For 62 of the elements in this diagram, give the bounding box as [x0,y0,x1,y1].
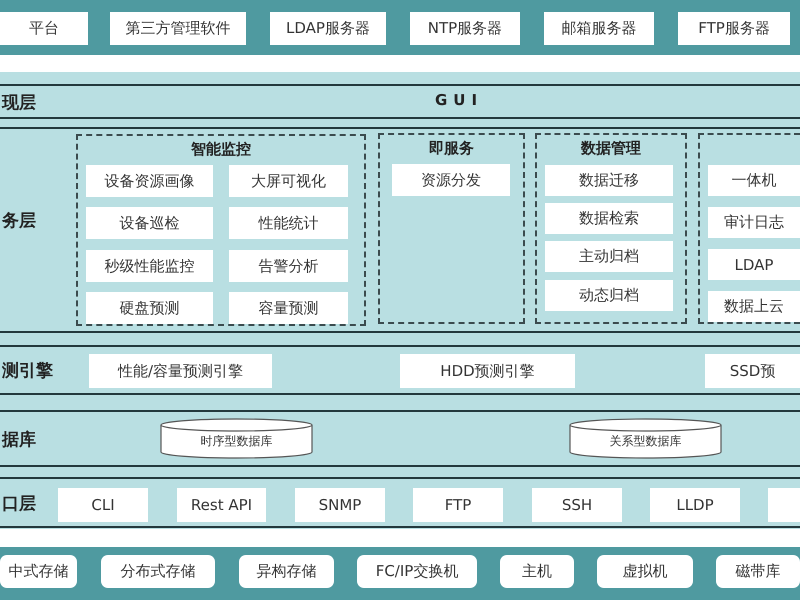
feature-box: 告警分析 [229,250,348,282]
database-cylinder: 关系型数据库 [569,418,722,459]
device-box: 虚拟机 [597,555,693,588]
interface-box: CLI [58,488,148,522]
device-box: 分布式存储 [101,555,215,588]
group-title: 即服务 [428,139,475,158]
feature-box: 大屏可视化 [229,165,348,197]
group-title: 智能监控 [190,140,252,159]
feature-box: 秒级性能监控 [86,250,213,282]
device-box: 异构存储 [239,555,334,588]
interface-box [768,488,800,522]
feature-box: 主动归档 [545,241,673,272]
system-box: LDAP服务器 [270,12,386,45]
feature-box: 容量预测 [229,292,348,324]
device-box: 主机 [500,555,574,588]
system-box: 平台 [0,12,88,45]
feature-box: 数据上云 [708,291,800,322]
feature-box: 设备资源画像 [86,165,213,197]
engine-box: SSD预 [705,354,800,388]
interface-box: SSH [532,488,622,522]
group-frame [378,133,525,324]
feature-box: 一体机 [708,165,800,196]
interface-box: FTP [413,488,503,522]
interface-box: LLDP [650,488,740,522]
feature-box: 动态归档 [545,280,673,311]
layer-label: 据库 [2,429,36,451]
group-frame [535,133,687,324]
system-box: 邮箱服务器 [544,12,654,45]
system-box: FTP服务器 [678,12,790,45]
database-cylinder: 时序型数据库 [160,418,313,459]
feature-box: 资源分发 [392,164,510,196]
layer-title: GUI [435,91,484,109]
layer-label: 测引擎 [2,360,53,382]
layer-label: 务层 [2,210,36,232]
group-frame [76,134,366,326]
layer-label: 现层 [2,92,36,114]
layer-band [0,84,800,119]
layer-band [0,127,800,333]
system-band [0,0,800,55]
engine-box: 性能/容量预测引擎 [89,354,272,388]
layer-band [0,345,800,395]
group-frame [698,133,800,324]
engine-box: HDD预测引擎 [400,354,575,388]
feature-box: 性能统计 [229,207,348,239]
feature-box: 数据检索 [545,203,673,234]
layer-label: 口层 [2,493,36,515]
feature-box: 设备巡检 [86,207,213,239]
system-box: NTP服务器 [410,12,520,45]
layer-band [0,477,800,528]
interface-box: Rest API [177,488,266,522]
system-box: 第三方管理软件 [110,12,246,45]
group-title: 数据管理 [580,139,642,158]
feature-box: LDAP [708,249,800,280]
device-band [0,547,800,600]
device-box: 磁带库 [716,555,800,588]
device-box: 中式存储 [0,555,77,588]
layer-band [0,410,800,467]
feature-box: 审计日志 [708,207,800,238]
interface-box: SNMP [295,488,385,522]
feature-box: 数据迁移 [545,165,673,196]
device-box: FC/IP交换机 [357,555,477,588]
feature-box: 硬盘预测 [86,292,213,324]
